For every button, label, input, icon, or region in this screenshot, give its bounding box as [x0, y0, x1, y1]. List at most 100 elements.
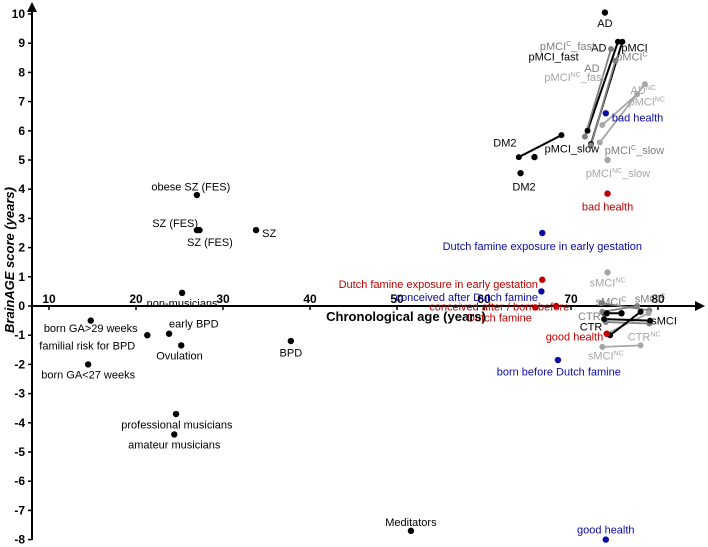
- data-label: good health: [577, 524, 635, 536]
- data-label: AD: [597, 18, 612, 30]
- data-point: [603, 330, 610, 337]
- data-point: [554, 356, 562, 364]
- data-point: [196, 226, 203, 234]
- x-tick-label: 50: [390, 292, 404, 306]
- data-label: sMCINC: [590, 278, 626, 290]
- x-tick-label: 10: [42, 292, 56, 306]
- x-tick-label: 30: [216, 292, 230, 306]
- data-point: [602, 110, 609, 117]
- connecting-line: [518, 134, 562, 158]
- data-point: [539, 229, 546, 237]
- data-point: [144, 332, 151, 339]
- data-point: [604, 269, 611, 276]
- data-point: [178, 342, 185, 349]
- data-label: CTRC: [578, 311, 606, 323]
- data-label: AD: [591, 43, 606, 55]
- data-point: [598, 300, 605, 307]
- data-label: good health: [546, 332, 604, 344]
- connecting-line: [604, 318, 651, 322]
- data-label: pMCIC_slow: [605, 145, 665, 157]
- y-tick-label: -2: [14, 357, 25, 371]
- y-tick-label: -7: [14, 503, 25, 517]
- data-point: [614, 38, 621, 45]
- connecting-line: [606, 312, 649, 335]
- connecting-line: [602, 344, 641, 348]
- x-axis-title: Chronological age (years): [326, 309, 486, 324]
- data-point: [634, 91, 641, 98]
- y-tick-label: 8: [18, 65, 25, 79]
- data-label: born GA<27 weeks: [41, 370, 135, 382]
- y-tick-label: 7: [18, 95, 25, 109]
- y-tick-label: -1: [14, 328, 25, 342]
- y-tick-label: -3: [14, 387, 25, 401]
- data-label: pMCI_fast: [529, 51, 579, 63]
- x-tick-label: 60: [477, 292, 491, 306]
- data-point: [581, 133, 588, 140]
- y-tick-label: 5: [18, 153, 25, 167]
- data-point: [641, 81, 648, 88]
- data-label: familial risk for BPD: [39, 340, 135, 352]
- data-label: SZ: [262, 228, 276, 240]
- data-label: amateur musicians: [128, 440, 221, 452]
- data-point: [645, 310, 652, 317]
- data-point: [619, 38, 626, 45]
- data-point: [252, 226, 260, 234]
- data-point: [612, 57, 619, 64]
- data-label: conceived after / born before: [429, 302, 569, 314]
- data-point: [515, 154, 522, 161]
- data-label: pMCIC: [616, 51, 647, 63]
- y-axis-title: BrainAGE score (years): [2, 187, 17, 333]
- data-point: [553, 302, 560, 310]
- data-point: [601, 316, 608, 323]
- data-point: [618, 310, 625, 317]
- y-tick-label: 4: [18, 182, 25, 196]
- data-label: sMCIC: [635, 294, 666, 306]
- points-layer: [84, 9, 654, 543]
- data-point: [172, 410, 180, 418]
- data-point: [604, 156, 611, 164]
- y-tick-label: 9: [18, 36, 25, 50]
- data-label: early BPD: [169, 319, 219, 331]
- data-label: born before Dutch famine: [497, 367, 621, 379]
- data-point: [604, 190, 611, 197]
- data-label: Ovulation: [156, 351, 202, 363]
- data-label: BPD: [280, 348, 303, 360]
- y-tick-label: 2: [18, 241, 25, 255]
- data-label: Dutch famine: [467, 313, 532, 325]
- connecting-line: [586, 41, 619, 132]
- data-point: [637, 342, 644, 349]
- y-tick-label: 0: [18, 299, 25, 313]
- data-label: DM2: [493, 137, 516, 149]
- data-point: [407, 527, 415, 535]
- y-tick-label: -5: [14, 445, 25, 459]
- data-label: pMCINC_slow: [586, 168, 651, 180]
- y-tick-label: -4: [14, 416, 25, 430]
- data-label: pMCINC_fast: [544, 72, 604, 84]
- data-point: [634, 303, 641, 309]
- connecting-line: [590, 60, 617, 146]
- connecting-line: [601, 93, 638, 126]
- data-label: ADNC: [631, 85, 656, 97]
- y-tick-label: 6: [18, 124, 25, 138]
- data-point: [287, 337, 295, 345]
- data-label: non-musicians: [147, 298, 218, 310]
- data-label: bad health: [582, 202, 633, 214]
- data-label: pMCINC: [628, 97, 664, 109]
- data-point: [193, 191, 201, 199]
- data-point: [603, 310, 610, 317]
- data-label: obese SZ (FES): [151, 181, 230, 193]
- data-label: CTR: [580, 321, 603, 333]
- x-tick-label: 80: [651, 292, 665, 306]
- data-point: [539, 276, 546, 283]
- segments-layer: [518, 41, 651, 348]
- data-label: SZ (FES): [187, 237, 233, 249]
- data-label: professional musicians: [121, 419, 233, 431]
- data-point: [165, 330, 173, 337]
- data-label: conceived after Dutch famine: [395, 292, 537, 304]
- data-label: pMCI_slow: [545, 143, 599, 155]
- data-point: [596, 139, 603, 146]
- data-point: [558, 132, 565, 139]
- data-point: [599, 121, 606, 128]
- data-point: [538, 288, 545, 295]
